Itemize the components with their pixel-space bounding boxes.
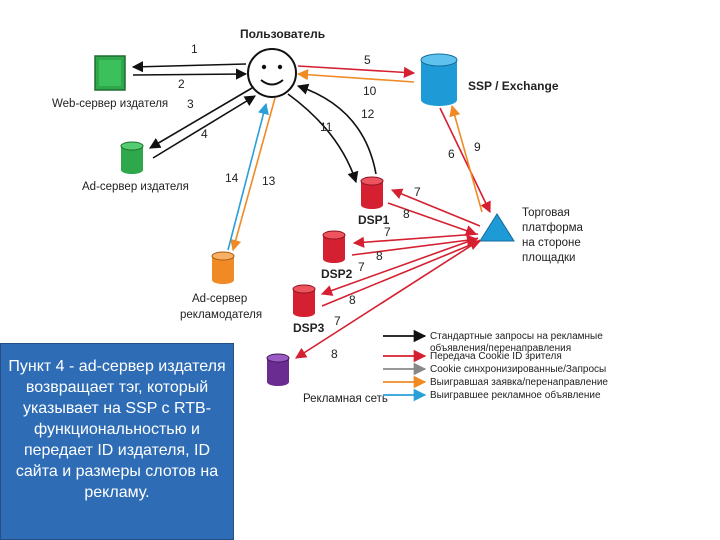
arrow-14 xyxy=(227,102,269,251)
edge-label-14: 14 xyxy=(225,171,239,185)
platform-label-line-2: платформа xyxy=(522,222,584,234)
web-server-label: Web-сервер издателя xyxy=(52,98,168,110)
publisher-ad-server-label: Ad-сервер издателя xyxy=(82,181,189,193)
advertiser-ad-server-label-line-2: рекламодателя xyxy=(180,309,262,321)
advertiser-ad-server-label-line-1: Ad-сервер xyxy=(192,293,247,305)
arrow-4 xyxy=(152,95,256,159)
edge-label-8-dsp2: 8 xyxy=(376,249,383,263)
edge-label-7-dsp2: 7 xyxy=(384,225,391,239)
edge-label-13: 13 xyxy=(262,174,276,188)
dsp2-icon xyxy=(322,230,346,263)
arrow-6 xyxy=(439,107,491,214)
legend-text-5: Выигравшее рекламное объявление xyxy=(430,389,601,401)
arrow-12 xyxy=(296,83,377,175)
advertiser-ad-server-label: Ad-сервер рекламодателя xyxy=(180,293,262,321)
platform-label-line-3: на стороне xyxy=(522,237,581,249)
legend-text-1: Стандартные запросы на рекламные объявле… xyxy=(430,331,606,354)
arrow-8-dsp1 xyxy=(387,202,478,236)
arrow-7-dsp3 xyxy=(320,237,479,296)
arrow-10 xyxy=(296,69,415,83)
arrow-7-dsp1 xyxy=(390,188,481,227)
dsp3-icon xyxy=(292,284,316,317)
edge-label-7-dsp3: 7 xyxy=(358,260,365,274)
edge-label-8-dsp3: 8 xyxy=(349,293,356,307)
publisher-ad-server-icon xyxy=(120,141,144,174)
edge-label-7-dsp1: 7 xyxy=(414,185,421,199)
arrow-1 xyxy=(131,61,247,73)
legend-text-4: Выигравшая заявка/перенаправление xyxy=(430,377,608,388)
user-label: Пользователь xyxy=(240,27,325,41)
legend-text-1-line-1: Стандартные запросы на рекламные xyxy=(430,331,603,342)
arrow-13 xyxy=(230,97,276,252)
platform-label: Торговая платформа на стороне площадки xyxy=(522,207,586,264)
arrow-2 xyxy=(132,68,248,80)
dsp2-label: DSP2 xyxy=(321,267,353,281)
arrow-9 xyxy=(449,104,483,213)
ad-network-label: Рекламная сеть xyxy=(303,393,388,405)
arrow-3 xyxy=(149,87,253,149)
platform-label-line-4: площадки xyxy=(522,252,576,264)
user-node xyxy=(247,48,297,98)
arrow-8-dsp3 xyxy=(321,239,482,307)
legend-text-1-line-2: объявления/перенаправления xyxy=(430,342,571,354)
edge-label-12: 12 xyxy=(361,107,375,121)
note-text: Пункт 4 - ad-сервер издателя возвращает … xyxy=(8,358,226,501)
edge-label-1: 1 xyxy=(191,42,198,56)
edge-label-11: 11 xyxy=(320,120,333,134)
web-server-icon xyxy=(94,55,126,91)
dsp3-label: DSP3 xyxy=(293,321,325,335)
note-box: Пункт 4 - ad-сервер издателя возвращает … xyxy=(0,343,234,540)
arrow-7-network xyxy=(295,239,481,359)
edge-label-4: 4 xyxy=(201,127,208,141)
edge-label-2: 2 xyxy=(178,77,185,91)
dsp1-icon xyxy=(360,176,384,209)
edge-label-8-dsp1: 8 xyxy=(403,207,410,221)
platform-triangle-icon xyxy=(479,213,515,242)
legend: Стандартные запросы на рекламные объявле… xyxy=(383,329,608,402)
dsp1-label: DSP1 xyxy=(358,213,390,227)
edge-label-6: 6 xyxy=(448,147,455,161)
legend-text-3: Cookie синхронизированные/Запросы xyxy=(430,364,606,375)
arrow-7-dsp2 xyxy=(352,233,479,248)
arrow-11 xyxy=(287,93,359,184)
legend-text-2: Передача Cookie ID зрителя xyxy=(430,351,562,362)
platform-label-line-1: Торговая xyxy=(522,207,570,219)
edge-label-3: 3 xyxy=(187,97,194,111)
edge-label-5: 5 xyxy=(364,53,371,67)
arrow-8-dsp2 xyxy=(351,234,479,256)
ssp-label: SSP / Exchange xyxy=(468,79,559,93)
edge-label-9: 9 xyxy=(474,140,481,154)
ssp-icon xyxy=(420,53,458,106)
edge-label-8-network: 8 xyxy=(331,347,338,361)
edge-label-10: 10 xyxy=(363,84,377,98)
edge-label-7-network: 7 xyxy=(334,314,341,328)
advertiser-ad-server-icon xyxy=(211,251,235,284)
ad-network-icon xyxy=(266,353,290,386)
arrow-5 xyxy=(297,65,416,78)
